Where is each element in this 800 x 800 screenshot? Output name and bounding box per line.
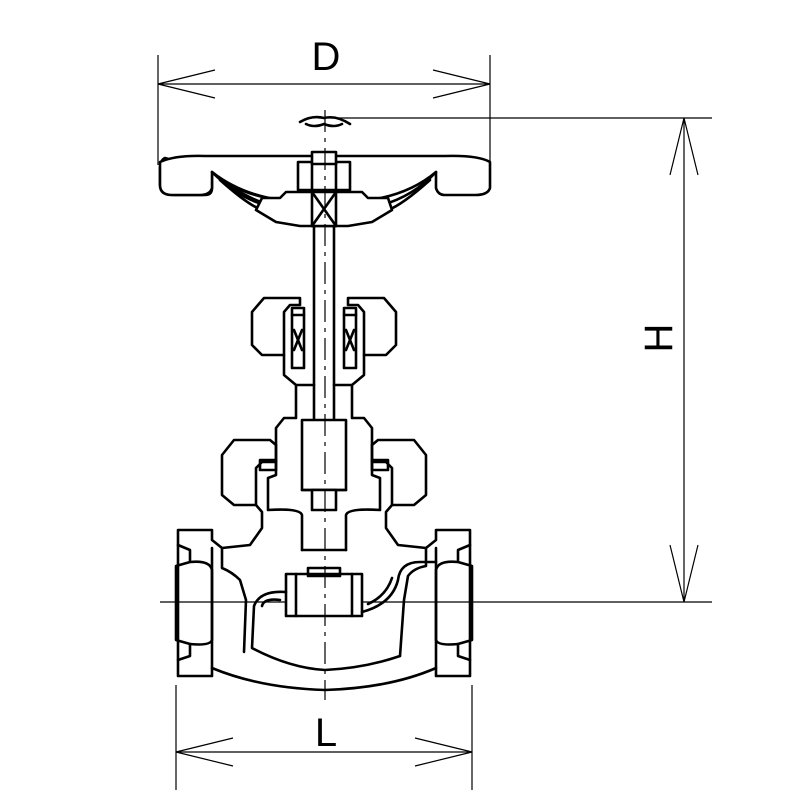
dimension-l-label: L (315, 711, 337, 755)
bonnet-union-nut (220, 438, 428, 507)
bonnet (274, 353, 374, 512)
dimension-l: L (175, 685, 473, 790)
dimension-h-label: H (637, 324, 681, 353)
valve-stem (312, 224, 336, 427)
dimension-d-label: D (312, 35, 341, 79)
handwheel (158, 115, 492, 228)
gland-nut (250, 296, 398, 370)
dimension-d: D (157, 35, 491, 165)
valve-body (174, 443, 474, 692)
